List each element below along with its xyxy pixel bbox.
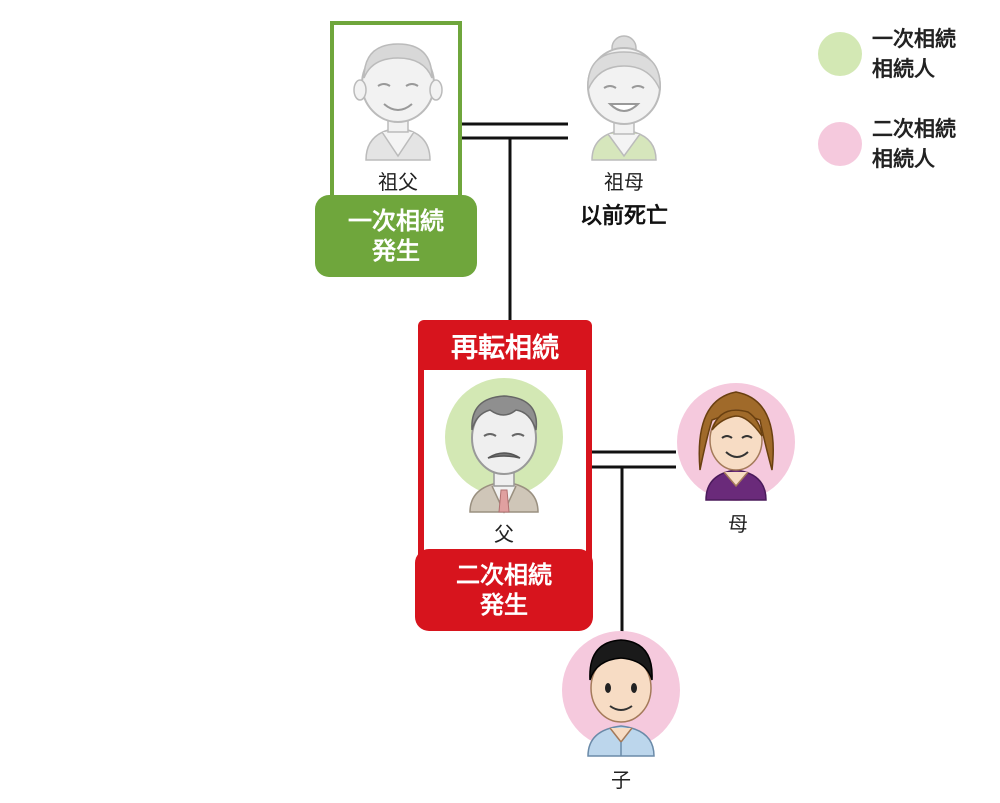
father-name: 父 [494,522,514,546]
legend-first-label: 一次相続 相続人 [872,24,956,84]
legend-second-line1: 二次相続 [872,117,956,141]
legend-second-label: 二次相続 相続人 [872,114,956,174]
legend-first-line1: 一次相続 [872,27,956,51]
reinheritance-label: 再転相続 [451,333,559,364]
legend-first-dot [818,32,862,76]
child-name: 子 [611,768,631,792]
legend-second-dot [818,122,862,166]
legend-first-line2: 相続人 [872,57,935,81]
mother-name: 母 [728,512,748,536]
first-inheritance-badge: 一次相続 発生 [315,195,477,277]
grandmother-name: 祖母 [604,170,644,194]
legend-second-line2: 相続人 [872,147,935,171]
second-inheritance-line1: 二次相続 [456,561,552,589]
grandmother-deceased-note: 以前死亡 [579,204,668,229]
first-inheritance-line1: 一次相続 [348,207,444,235]
second-inheritance-badge: 二次相続 発生 [415,549,593,631]
second-inheritance-line2: 発生 [480,591,528,619]
first-inheritance-line2: 発生 [372,237,420,265]
grandfather-name: 祖父 [378,170,418,194]
